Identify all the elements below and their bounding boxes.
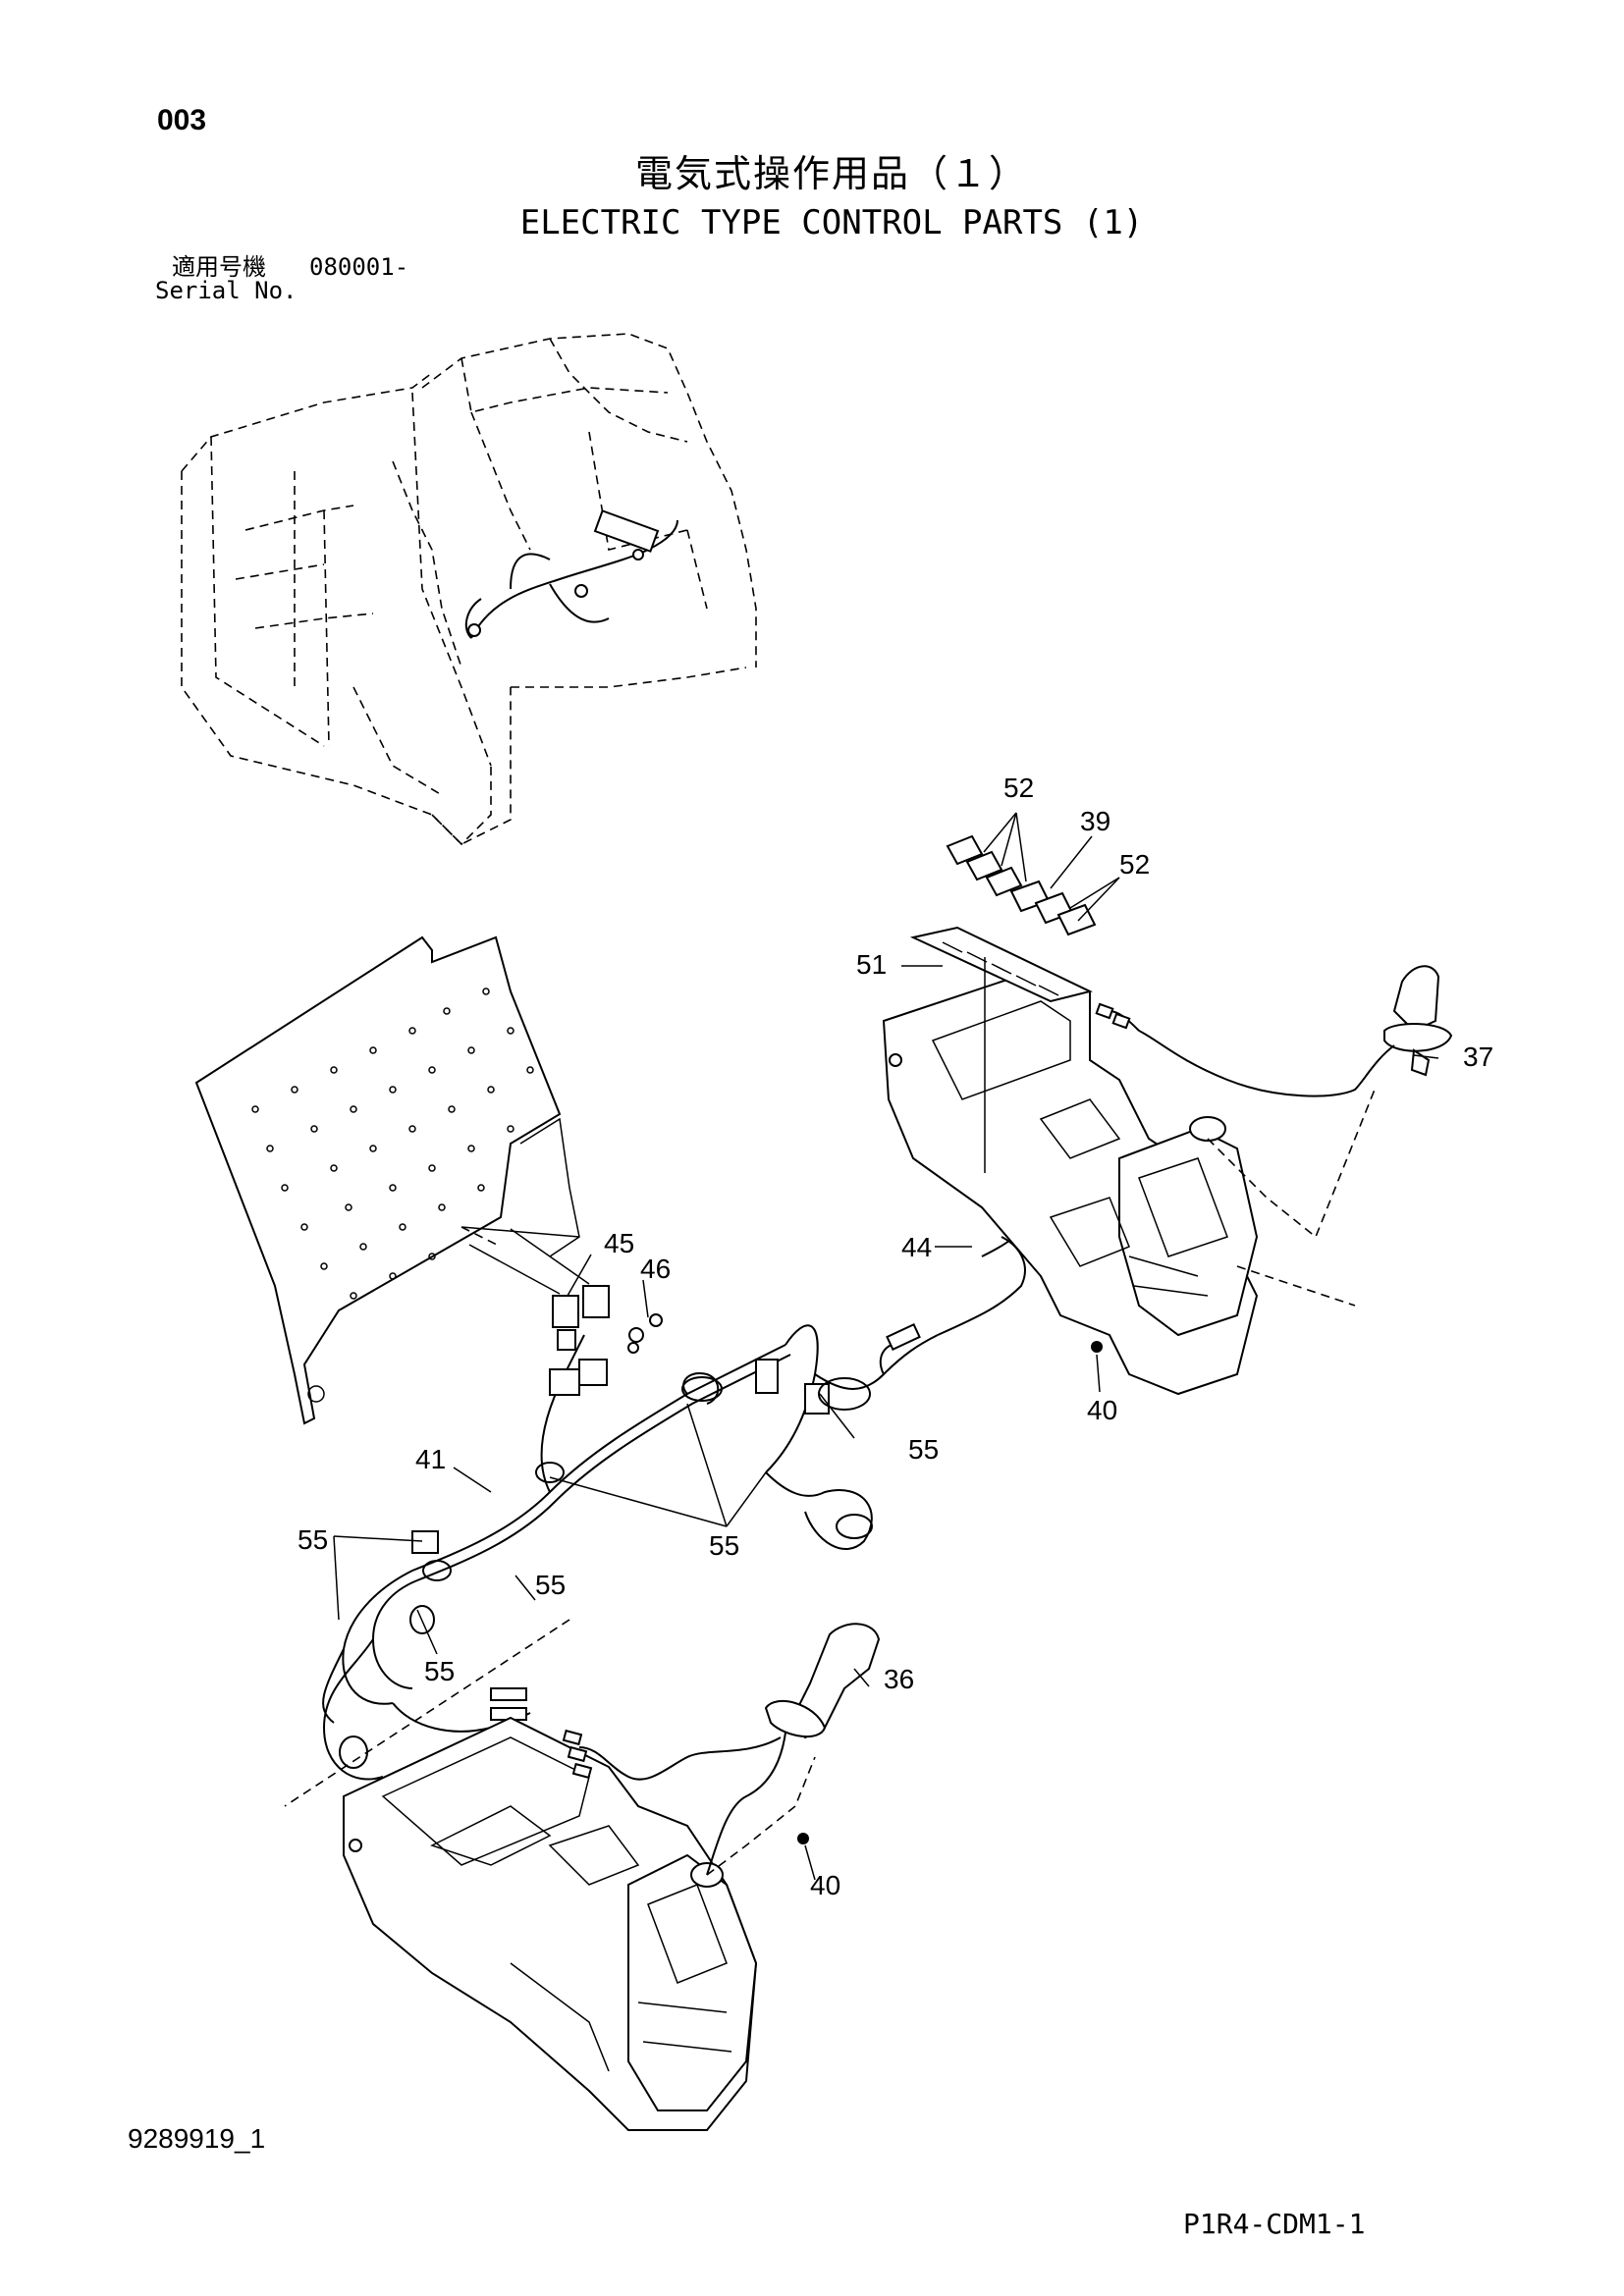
page-title-japanese: 電気式操作用品（１）: [634, 152, 1028, 195]
callout-55-left: 55: [298, 1524, 328, 1555]
page-number: 003: [157, 104, 207, 136]
assembly-reference-lines: [284, 957, 1356, 1807]
serial-number-range: 080001-: [309, 253, 409, 281]
callout-36: 36: [884, 1664, 914, 1694]
right-control-console: [882, 834, 1453, 1396]
callout-40-lower: 40: [810, 1870, 840, 1900]
cab-overview-illustration: [181, 333, 757, 846]
mounting-plate: [194, 935, 580, 1425]
callout-39: 39: [1080, 806, 1110, 836]
callout-44: 44: [901, 1232, 932, 1262]
callout-55-center: 55: [709, 1530, 739, 1561]
page-title-english: ELECTRIC TYPE CONTROL PARTS (1): [519, 203, 1144, 242]
callout-46: 46: [640, 1254, 671, 1284]
left-control-console: [343, 1623, 881, 2131]
leader-lines: [333, 812, 1439, 1881]
callout-51: 51: [856, 949, 887, 980]
callout-52-right: 52: [1119, 849, 1150, 880]
callout-52-top: 52: [1003, 773, 1034, 803]
serial-label-english: Serial No.: [155, 277, 298, 304]
callout-55-bottom: 55: [424, 1656, 455, 1686]
callout-40-upper: 40: [1087, 1395, 1117, 1425]
callout-labels: 52 39 52 51 37 45 46 44 40 55 41 55 55 5…: [298, 773, 1493, 1900]
relay-group: [468, 1228, 663, 1354]
callout-55-upper: 55: [908, 1434, 939, 1465]
callout-55-mid: 55: [535, 1570, 566, 1600]
callout-41: 41: [415, 1444, 446, 1474]
page-reference: P1R4-CDM1-1: [1183, 2208, 1366, 2240]
serial-label-japanese: 適用号機: [172, 253, 266, 281]
document-code: 9289919_1: [128, 2123, 266, 2154]
callout-37: 37: [1463, 1041, 1493, 1072]
callout-45: 45: [604, 1228, 634, 1258]
